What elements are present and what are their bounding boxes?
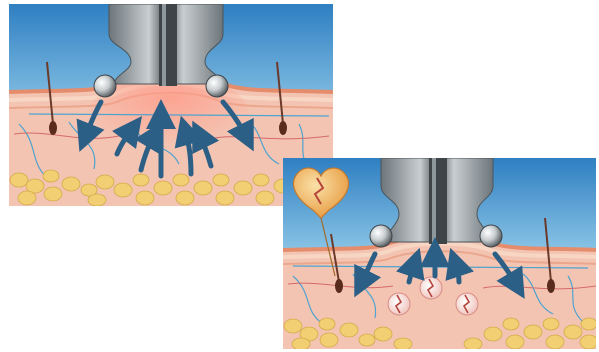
roller-ball-icon (480, 225, 502, 247)
illustration-svg-bottom (283, 158, 596, 349)
roller-device-icon (381, 158, 493, 244)
roller-ball-icon (94, 75, 116, 97)
roller-ball-icon (370, 225, 392, 247)
roller-ball-icon (206, 75, 228, 97)
roller-device-icon (109, 4, 223, 86)
massage-device-illustration-bottom (283, 158, 596, 349)
